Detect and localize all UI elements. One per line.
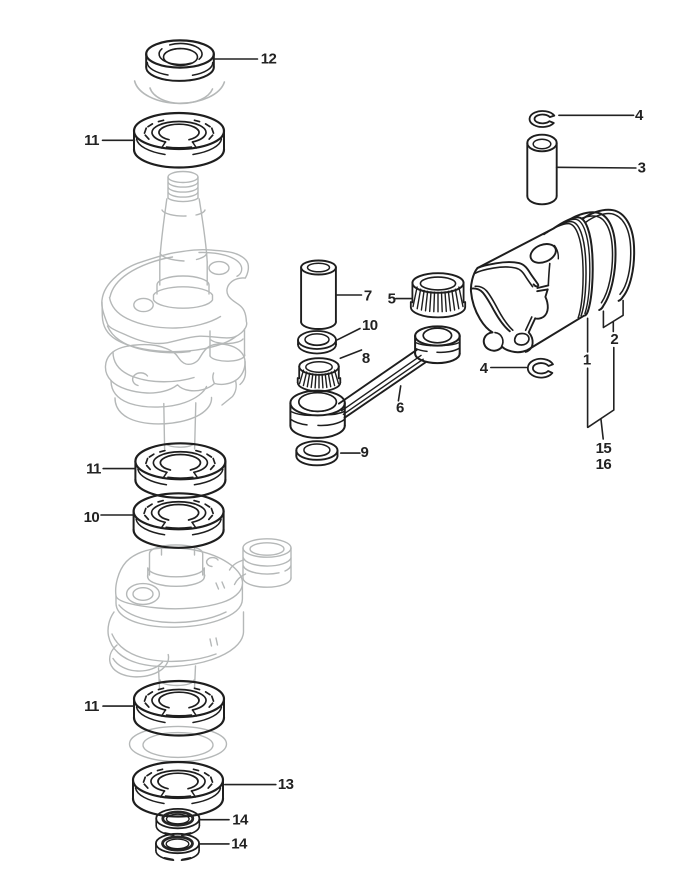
svg-text:3: 3 (638, 159, 646, 176)
svg-text:4: 4 (635, 107, 644, 124)
svg-text:11: 11 (84, 132, 99, 149)
svg-text:5: 5 (388, 291, 396, 308)
svg-text:9: 9 (361, 444, 369, 461)
svg-text:7: 7 (364, 287, 372, 304)
svg-text:10: 10 (84, 509, 100, 526)
svg-text:12: 12 (261, 51, 277, 68)
svg-text:15: 15 (596, 440, 612, 457)
svg-text:14: 14 (231, 836, 248, 853)
svg-text:14: 14 (232, 811, 249, 828)
svg-text:6: 6 (396, 399, 404, 416)
svg-text:1: 1 (583, 352, 591, 369)
svg-text:13: 13 (278, 776, 294, 793)
svg-text:11: 11 (84, 698, 99, 715)
svg-text:2: 2 (610, 331, 618, 348)
svg-text:4: 4 (480, 360, 489, 377)
svg-text:10: 10 (362, 317, 378, 334)
svg-text:11: 11 (86, 460, 101, 477)
svg-text:16: 16 (596, 456, 612, 473)
svg-text:8: 8 (362, 350, 370, 367)
